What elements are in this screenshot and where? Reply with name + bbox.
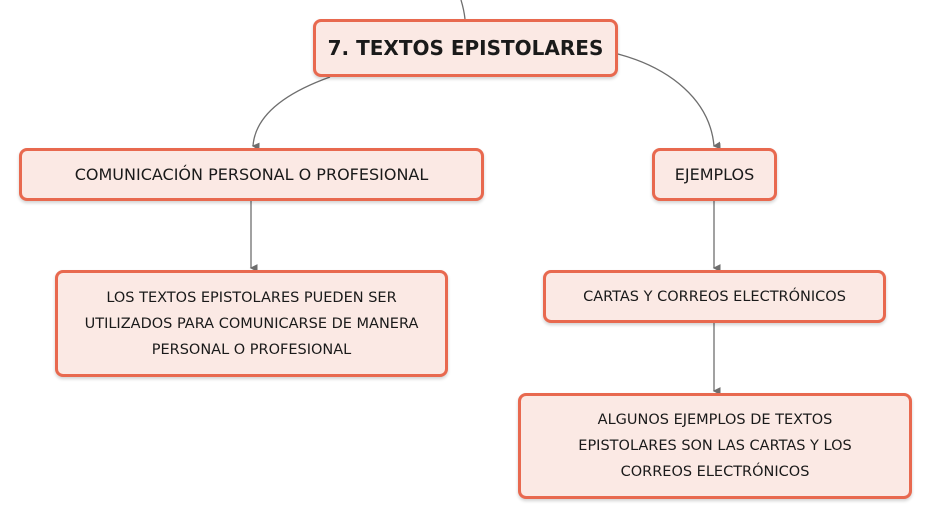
communication-node-label: COMUNICACIÓN PERSONAL O PROFESIONAL — [74, 165, 429, 184]
root-node-label: 7. TEXTOS EPISTOLARES — [327, 36, 604, 60]
communication-detail-node[interactable]: LOS TEXTOS EPISTOLARES PUEDEN SER UTILIZ… — [55, 270, 448, 377]
examples-item-node[interactable]: CARTAS Y CORREOS ELECTRÓNICOS — [543, 270, 886, 323]
examples-node[interactable]: EJEMPLOS — [652, 148, 777, 201]
examples-node-label: EJEMPLOS — [674, 165, 755, 184]
examples-detail-label: ALGUNOS EJEMPLOS DE TEXTOS EPISTOLARES S… — [578, 412, 852, 480]
examples-detail-node[interactable]: ALGUNOS EJEMPLOS DE TEXTOS EPISTOLARES S… — [518, 393, 912, 499]
connector-incoming — [460, 0, 466, 20]
examples-item-label: CARTAS Y CORREOS ELECTRÓNICOS — [583, 288, 846, 305]
connector-root-to-communication — [251, 76, 331, 151]
connector-root-to-examples — [617, 53, 721, 150]
communication-detail-label: LOS TEXTOS EPISTOLARES PUEDEN SER UTILIZ… — [84, 289, 419, 358]
communication-node[interactable]: COMUNICACIÓN PERSONAL O PROFESIONAL — [19, 148, 484, 201]
root-node[interactable]: 7. TEXTOS EPISTOLARES — [313, 19, 618, 77]
